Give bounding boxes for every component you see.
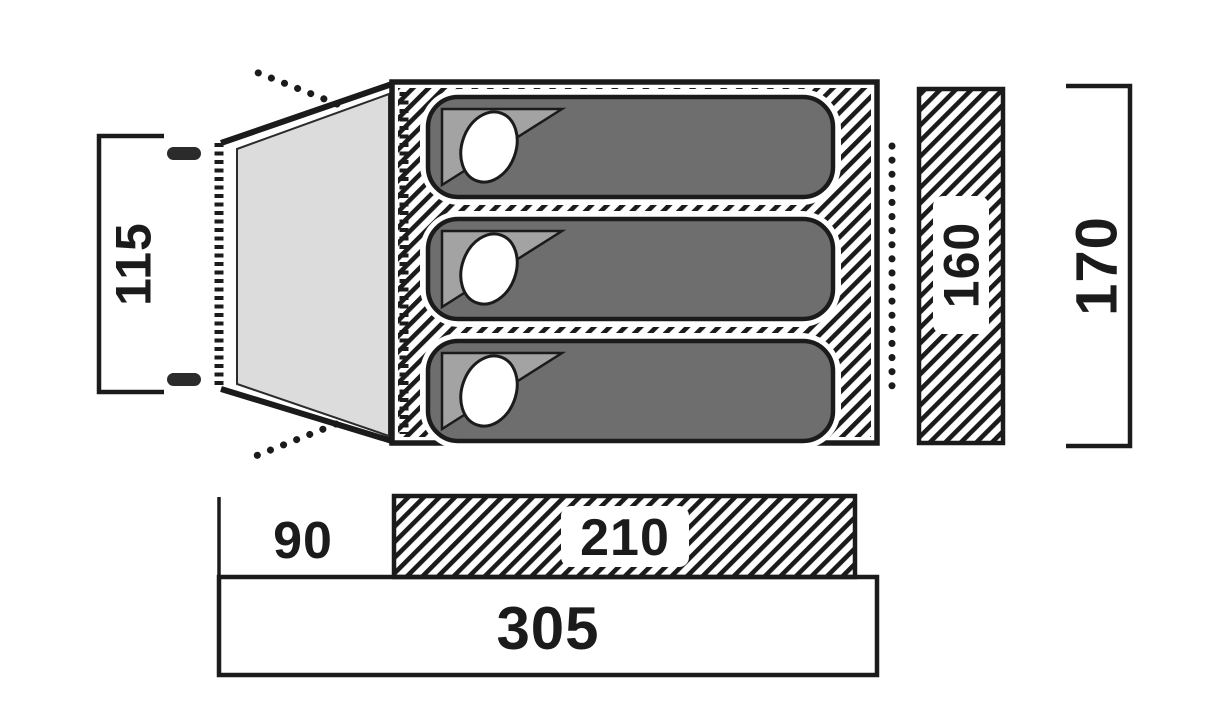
sleeping-bag-3	[420, 333, 841, 449]
dim-vestibule-height-label: 115	[106, 222, 162, 306]
dim-inner-length-label: 210	[580, 509, 670, 567]
pillow-icon	[459, 232, 519, 306]
sleeping-bag-2	[420, 211, 841, 327]
tent-peg-icon-bottom	[167, 373, 201, 386]
guy-line-bottom-dotted	[244, 420, 340, 463]
tent-peg-icon-top	[167, 147, 201, 160]
vestibule-bottom-edge	[220, 386, 393, 444]
dim-inner-width-label: 160	[934, 222, 990, 308]
pillow-icon	[459, 110, 519, 184]
sleeping-bag-1	[420, 89, 841, 205]
dim-160-label-bg	[933, 196, 989, 334]
vestibule-area	[236, 92, 390, 438]
dim-305-bracket-box	[216, 574, 880, 678]
dim-170-bracket	[1066, 83, 1133, 449]
vestibule-top-edge	[220, 81, 393, 146]
dim-outer-width-label: 170	[1064, 216, 1129, 316]
dim-210-label-bg	[561, 506, 689, 567]
dim-total-length-label: 305	[496, 595, 599, 662]
dim-vestibule-depth-label: 90	[273, 512, 333, 570]
pillow-icon	[459, 354, 519, 428]
guy-line-top-dotted	[252, 68, 341, 108]
dim-115-bracket	[96, 133, 164, 395]
